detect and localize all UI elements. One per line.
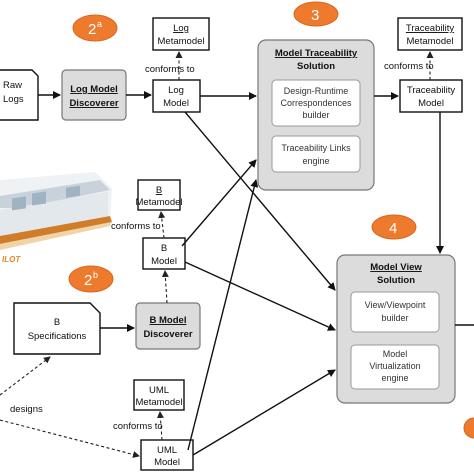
svg-text:engine: engine: [381, 373, 408, 383]
svg-text:UML: UML: [149, 385, 169, 396]
uml-model-box: UML Model: [140, 439, 194, 471]
svg-text:builder: builder: [302, 110, 329, 120]
svg-text:Design-Runtime: Design-Runtime: [284, 86, 349, 96]
log-model-discoverer: Log Model Discoverer: [61, 69, 127, 121]
traceability-model-box: Traceability Model: [399, 79, 463, 113]
raw-logs-box: Raw Logs: [0, 69, 39, 121]
badge-4: 4: [371, 214, 417, 240]
svg-text:Model: Model: [418, 98, 444, 109]
model-virtualization-engine: Model Virtualization engine: [350, 344, 440, 390]
svg-text:Traceability Links: Traceability Links: [281, 143, 351, 153]
svg-text:3: 3: [311, 7, 319, 24]
log-model-box: Log Model: [152, 79, 201, 113]
svg-text:Discoverer: Discoverer: [143, 329, 192, 340]
view-viewpoint-builder: View/Viewpoint builder: [350, 291, 440, 333]
svg-text:Specifications: Specifications: [28, 331, 87, 342]
svg-text:B: B: [161, 243, 167, 254]
badge-2a: 2 a: [72, 14, 118, 42]
svg-text:Metamodel: Metamodel: [136, 197, 183, 208]
svg-text:b: b: [93, 270, 98, 280]
svg-text:engine: engine: [302, 156, 329, 166]
svg-text:UML: UML: [157, 445, 177, 456]
designs-label: designs: [10, 404, 43, 415]
pilot-label: ILOT: [2, 255, 21, 264]
conforms-to-b: conforms to: [111, 221, 161, 232]
svg-text:Log: Log: [173, 23, 189, 34]
svg-text:Model View: Model View: [370, 262, 422, 273]
badge-3: 3: [293, 1, 339, 27]
svg-text:Logs: Logs: [3, 94, 24, 105]
svg-text:Virtualization: Virtualization: [369, 361, 420, 371]
svg-text:Model: Model: [151, 256, 177, 267]
svg-text:Metamodel: Metamodel: [136, 397, 183, 408]
traceability-links-engine: Traceability Links engine: [271, 135, 361, 173]
svg-text:Log Model: Log Model: [70, 84, 118, 95]
conforms-to-log: conforms to: [145, 64, 195, 75]
svg-text:Solution: Solution: [377, 275, 415, 286]
b-model-discoverer: B Model Discoverer: [135, 302, 201, 350]
log-metamodel-box: Log Metamodel: [152, 17, 210, 51]
train-image: [0, 172, 112, 250]
svg-text:2: 2: [88, 21, 96, 38]
svg-text:Model: Model: [383, 349, 408, 359]
b-model-box: B Model: [142, 237, 186, 270]
svg-text:Metamodel: Metamodel: [407, 36, 454, 47]
conforms-to-uml: conforms to: [113, 421, 163, 432]
svg-text:Log: Log: [168, 85, 184, 96]
conforms-to-traceability: conforms to: [384, 61, 434, 72]
svg-text:Metamodel: Metamodel: [158, 36, 205, 47]
svg-text:a: a: [97, 19, 102, 29]
svg-text:View/Viewpoint: View/Viewpoint: [365, 300, 426, 310]
svg-text:Correspondences: Correspondences: [280, 98, 352, 108]
svg-text:Raw: Raw: [3, 80, 22, 91]
design-runtime-builder: Design-Runtime Correspondences builder: [271, 79, 361, 127]
svg-text:Model Traceability: Model Traceability: [275, 48, 358, 59]
svg-text:Model: Model: [163, 98, 189, 109]
partial-badge: [463, 417, 474, 439]
svg-text:Solution: Solution: [297, 61, 335, 72]
svg-text:B: B: [156, 185, 162, 196]
svg-text:Discoverer: Discoverer: [69, 98, 118, 109]
svg-text:Traceability: Traceability: [407, 85, 455, 96]
svg-text:4: 4: [389, 220, 397, 237]
svg-text:builder: builder: [381, 313, 408, 323]
dashed-connectors: [0, 51, 434, 458]
traceability-metamodel-box: Traceability Metamodel: [397, 17, 463, 51]
svg-text:Model: Model: [154, 457, 180, 468]
b-metamodel-box: B Metamodel: [136, 179, 183, 211]
svg-text:B: B: [54, 317, 60, 328]
badge-2b: 2 b: [68, 265, 114, 293]
svg-text:Traceability: Traceability: [406, 23, 454, 34]
connectors: [38, 91, 474, 456]
b-specifications-box: B Specifications: [13, 302, 101, 355]
uml-metamodel-box: UML Metamodel: [133, 379, 185, 411]
svg-text:2: 2: [84, 272, 92, 289]
svg-text:B Model: B Model: [150, 315, 187, 326]
